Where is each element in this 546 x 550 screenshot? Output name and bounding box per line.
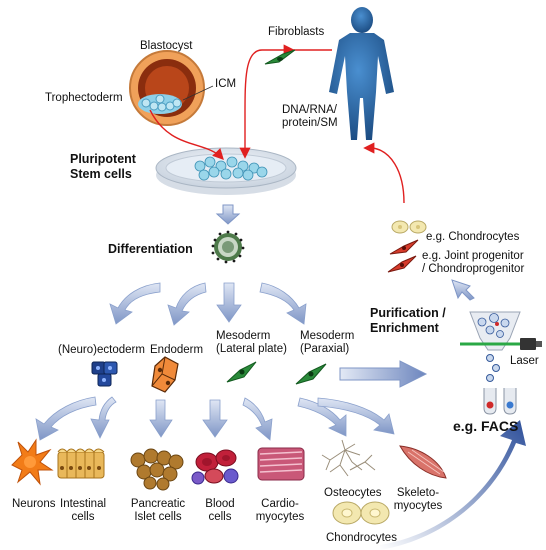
germ-layer-mesoderm-lateral-label: Mesoderm (Lateral plate) [216, 330, 287, 356]
facs-apparatus [460, 311, 542, 415]
neuron-illustration [11, 438, 54, 486]
cell-type-intestinal-label: Intestinal cells [60, 498, 106, 524]
pluripotent-line-1: Pluripotent [70, 152, 136, 166]
chondrocytes-example-label: e.g. Chondrocytes [426, 231, 520, 243]
cell-type-pancreatic-label: Pancreatic Islet cells [128, 498, 188, 524]
chondrocyte-pair-top [391, 220, 427, 234]
purification-line-1: Purification / [370, 306, 446, 320]
skeleto-line-1: Skeleto- [396, 487, 440, 499]
endoderm-cell [151, 356, 179, 393]
reprogramming-line-1: DNA/RNA/ [282, 104, 337, 116]
pluripotent-line-2: Stem cells [70, 167, 132, 181]
ectoderm-cell [91, 361, 118, 387]
purification-line-2: Enrichment [370, 321, 439, 335]
laser-label: Laser [510, 355, 539, 367]
mesoderm-lateral-line-1: Mesoderm [216, 330, 271, 342]
fibroblast-cells [264, 49, 296, 65]
cardio-line-1: Cardio- [261, 498, 299, 510]
reprogramming-line-2: protein/SM [282, 117, 338, 129]
pancreatic-line-1: Pancreatic [130, 498, 186, 510]
down-arrow-to-eb [215, 204, 241, 225]
mesoderm-paraxial-cell [295, 363, 327, 385]
intestinal-line-1: Intestinal [60, 498, 107, 510]
blood-line-1: Blood [205, 498, 235, 510]
cell-type-cardiomyocytes-label: Cardio- myocytes [252, 498, 308, 524]
cell-type-chondrocytes-label: Chondrocytes [326, 532, 397, 544]
icm-label: ICM [215, 78, 237, 90]
cell-type-skeletomyocytes-label: Skeleto- myocytes [388, 487, 448, 513]
facs-label: e.g. FACS [453, 418, 519, 434]
cell-type-arrows [35, 396, 395, 441]
cardio-line-2: myocytes [255, 511, 305, 523]
differentiation-label: Differentiation [108, 242, 193, 256]
chondrocytes-illustration [332, 501, 390, 525]
cell-type-osteocytes-label: Osteocytes [324, 487, 382, 499]
joint-progenitor-line-1: e.g. Joint progenitor [422, 250, 524, 262]
mesoderm-paraxial-line-2: (Paraxial) [300, 343, 350, 355]
trophectoderm-label: Trophectoderm [45, 92, 123, 104]
reprogramming-factors-label: DNA/RNA/ protein/SM [282, 104, 338, 130]
joint-progenitor-line-2: / Chondroprogenitor [422, 263, 525, 275]
icm-to-dish-arrow [149, 109, 224, 161]
purification-label: Purification / Enrichment [370, 306, 446, 336]
skeleto-line-2: myocytes [393, 500, 443, 512]
germ-layer-endoderm-label: Endoderm [150, 344, 204, 356]
cell-type-neurons-label: Neurons [12, 498, 56, 510]
mesoderm-lateral-cell [226, 361, 257, 383]
mesoderm-paraxial-line-1: Mesoderm [300, 330, 355, 342]
germ-layer-mesoderm-paraxial-label: Mesoderm (Paraxial) [300, 330, 354, 356]
cell-type-blood-label: Blood cells [200, 498, 240, 524]
mesoderm-lateral-line-2: (Lateral plate) [216, 343, 287, 355]
human-to-fibroblast-arrow [239, 49, 332, 159]
joint-progenitor-label: e.g. Joint progenitor / Chondroprogenito… [422, 250, 524, 276]
pluripotent-stem-cells-label: Pluripotent Stem cells [70, 152, 136, 182]
pancreatic-islet-illustration [130, 448, 184, 491]
up-arrow-from-facs [451, 279, 475, 301]
blastocyst-label: Blastocyst [140, 40, 193, 52]
fibroblasts-label: Fibroblasts [268, 26, 325, 38]
chondro-to-human-arrow [363, 142, 405, 204]
skeletomyocytes-illustration [399, 445, 447, 479]
petri-dish-illustration [155, 147, 297, 195]
osteocytes-illustration [321, 439, 376, 477]
germ-layer-ectoderm-label: (Neuro)ectoderm [58, 344, 145, 356]
arrow-to-purification [339, 360, 428, 388]
blood-cells-illustration [191, 449, 239, 485]
cardiomyocytes-illustration [257, 447, 305, 481]
embryoid-body [211, 230, 245, 264]
sweep-arrow-to-facs [380, 420, 526, 550]
progenitor-cells [387, 239, 419, 273]
germ-layer-arrows [109, 282, 307, 326]
blastocyst-illustration [129, 50, 214, 126]
human-figure-icon [329, 7, 394, 140]
intestinal-cells-illustration [57, 448, 105, 479]
intestinal-line-2: cells [71, 511, 95, 523]
pancreatic-line-2: Islet cells [134, 511, 182, 523]
blood-line-2: cells [208, 511, 232, 523]
